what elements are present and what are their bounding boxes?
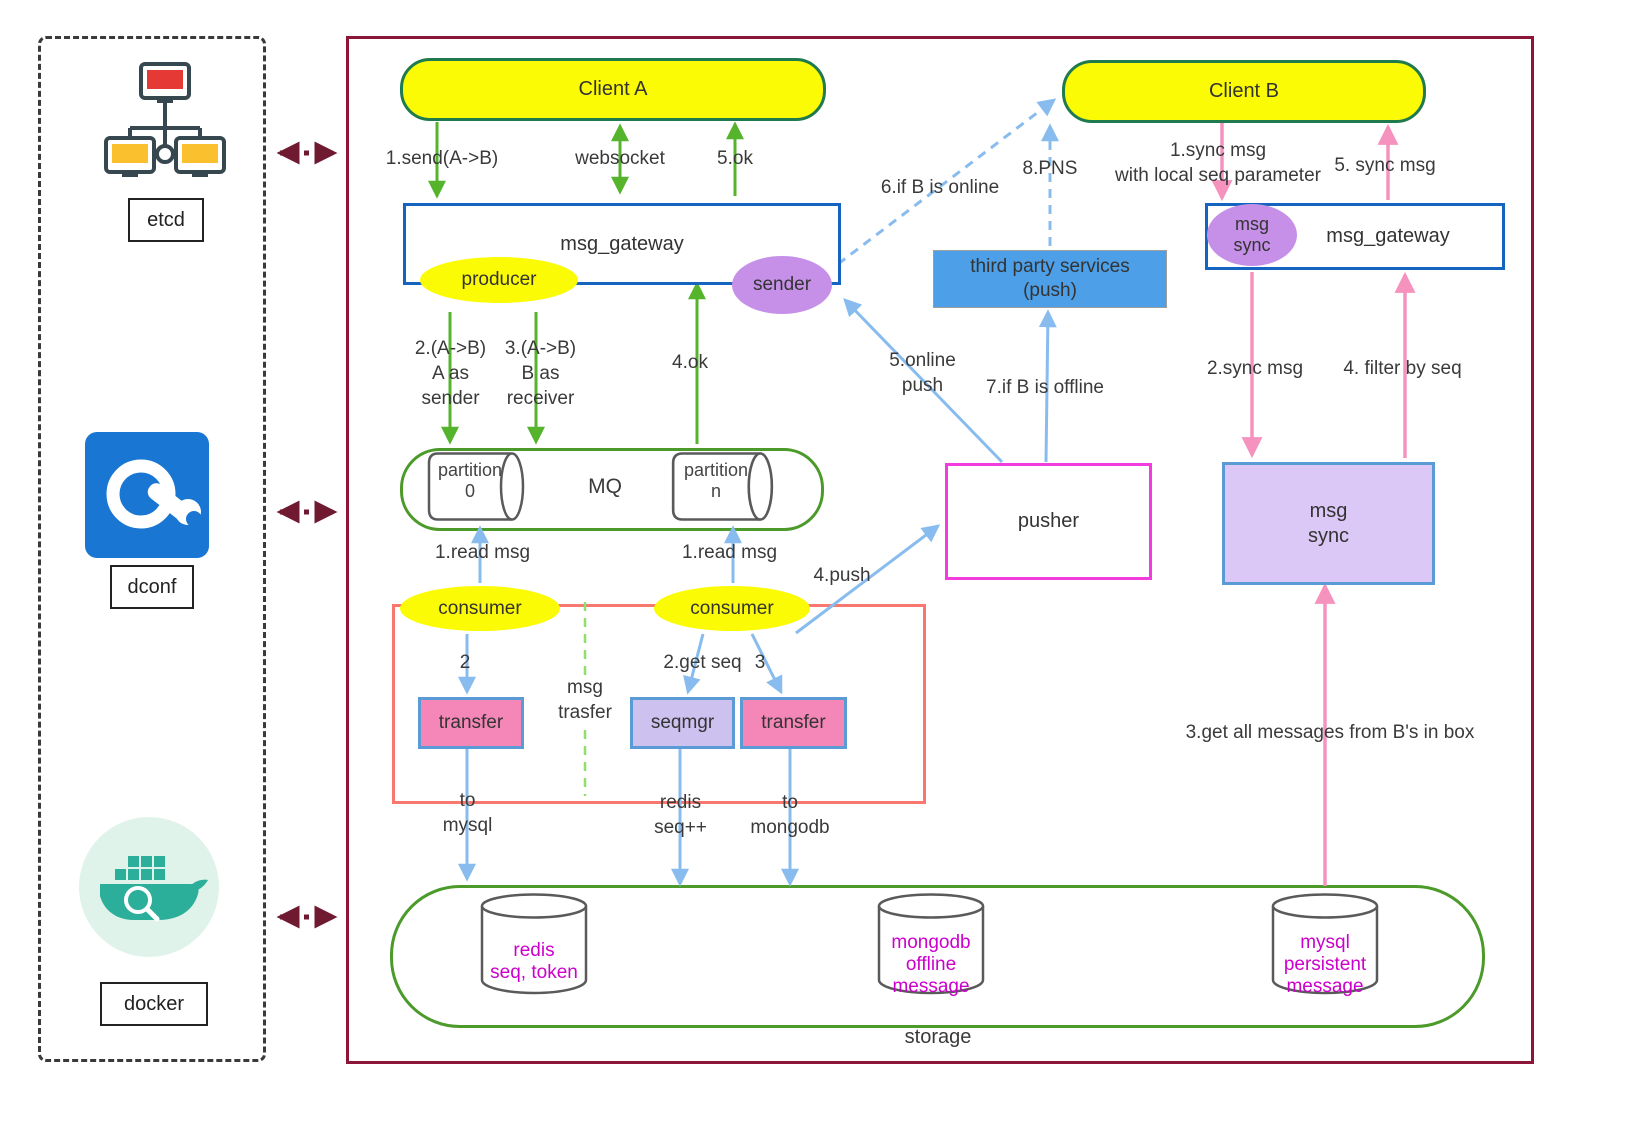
consumer-right-node: consumer	[654, 586, 810, 631]
mysql-label: mysql persistent message	[1283, 932, 1367, 997]
mq-label: MQ	[588, 475, 622, 498]
etcd-icon	[100, 58, 230, 194]
consumer-left-node: consumer	[400, 586, 560, 631]
step2-label: 2	[459, 652, 471, 673]
partition-0-label: partition 0	[437, 460, 503, 501]
mongodb-label: mongodb offline message	[891, 932, 971, 997]
sync5-label: 5. sync msg	[1334, 155, 1436, 176]
client-b-node: Client B	[1062, 60, 1426, 123]
redis-label: redis seq, token	[490, 940, 578, 983]
transfer-right-box: transfer	[740, 697, 847, 749]
msg-sync-ellipse: msg sync	[1207, 204, 1297, 266]
third-party-services-box: third party services (push)	[933, 250, 1167, 308]
send-step-label: 1.send(A->B)	[385, 148, 499, 169]
push4-label: 4.push	[813, 565, 871, 586]
client-a-node: Client A	[400, 58, 826, 121]
transfer-left-box: transfer	[418, 697, 524, 749]
ok5-label: 5.ok	[717, 148, 753, 169]
partition-0-cylinder	[426, 451, 526, 522]
to-mongodb-label: to mongodb	[750, 792, 830, 839]
pusher-box: pusher	[945, 463, 1152, 580]
docker-icon	[78, 816, 220, 958]
pns-label: 8.PNS	[1022, 158, 1078, 179]
get-seq-label: 2.get seq	[663, 652, 742, 673]
msg-trasfer-label: msg trasfer	[540, 675, 630, 726]
get-all-label: 3.get all messages from B's in box	[1185, 722, 1475, 743]
seqmgr-box: seqmgr	[630, 697, 735, 749]
redis-seq-label: redis seq++	[654, 792, 707, 839]
msg-sync-box: msg sync	[1222, 462, 1435, 585]
step3-label: 3	[754, 652, 766, 673]
sender-node: sender	[732, 256, 832, 314]
partition-n-label: partition n	[683, 460, 749, 501]
storage-label: storage	[904, 1026, 972, 1048]
dconf-label: dconf	[110, 565, 194, 609]
to-mysql-label: to mysql	[442, 790, 493, 837]
read-msg-left-label: 1.read msg	[434, 542, 531, 563]
if-offline-label: 7.if B is offline	[986, 377, 1104, 398]
docker-label: docker	[100, 982, 208, 1026]
ok4-label: 4.ok	[672, 352, 708, 373]
mongodb-cylinder	[876, 892, 986, 996]
online-push-label: 5.online push	[889, 350, 956, 397]
etcd-label: etcd	[128, 198, 204, 242]
mysql-cylinder	[1270, 892, 1380, 996]
filter4-label: 4. filter by seq	[1343, 358, 1462, 379]
b-as-receiver-label: 3.(A->B) B as receiver	[504, 338, 577, 410]
read-msg-right-label: 1.read msg	[681, 542, 778, 563]
redis-cylinder	[479, 892, 589, 996]
sync2-label: 2.sync msg	[1206, 358, 1304, 379]
a-as-sender-label: 2.(A->B) A as sender	[414, 338, 487, 410]
sync1-label: 1.sync msg with local seq parameter	[1115, 140, 1321, 187]
dconf-icon	[85, 432, 215, 558]
websocket-label: websocket	[575, 148, 665, 169]
producer-node: producer	[420, 257, 578, 303]
partition-n-cylinder	[670, 451, 775, 522]
if-online-label: 6.if B is online	[880, 177, 1000, 198]
